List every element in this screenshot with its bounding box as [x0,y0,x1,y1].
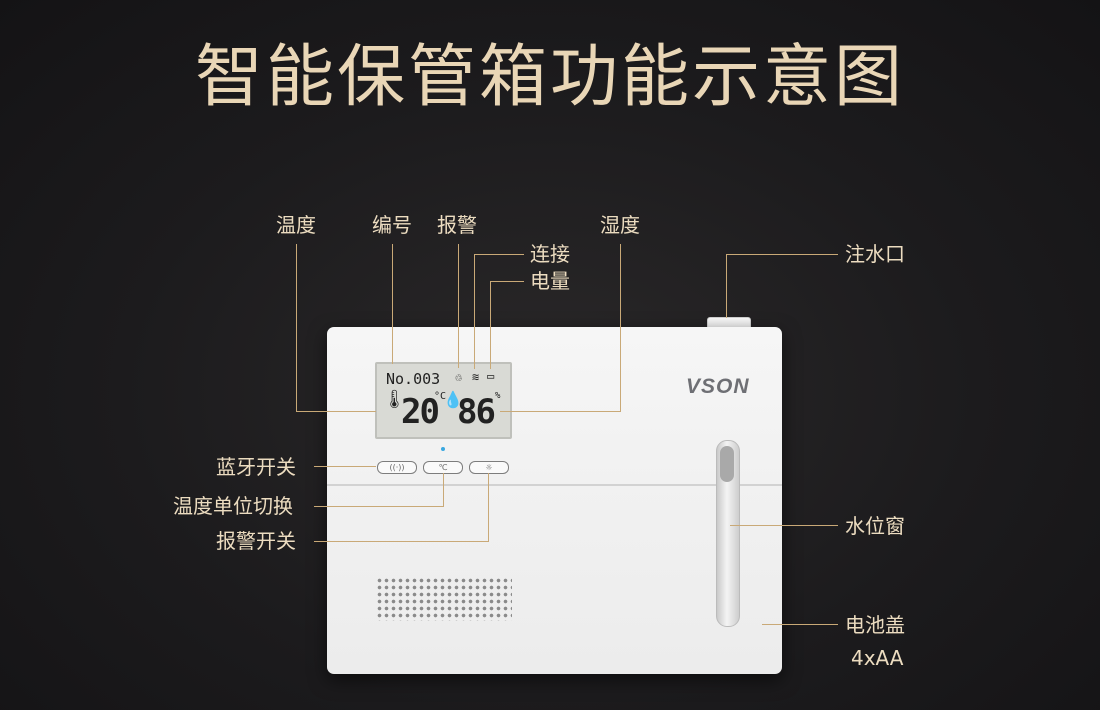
lcd-humidity-unit: % [495,391,501,401]
body-seam [327,484,782,486]
leader-water-inlet-v [726,254,727,318]
leader-alarm-switch-v [488,473,489,542]
lcd-temp-unit: °C [434,391,447,402]
leader-temperature-h [296,411,376,412]
leader-connection-h [474,254,524,255]
wifi-icon: ≋ [472,370,480,384]
label-water-window: 水位窗 [845,514,905,538]
page-title: 智能保管箱功能示意图 [194,38,905,117]
leader-humidity-v [620,244,621,412]
battery-icon: ▭ [487,369,495,383]
label-temp-unit-switch: 温度单位切换 [173,494,293,518]
bluetooth-button[interactable]: ((·)) [377,461,417,474]
label-battery-spec: 4xAA [851,646,904,670]
label-number: 编号 [372,213,412,237]
label-battery-cover: 电池盖 [845,613,905,637]
lcd-temperature: 20 [401,392,440,432]
leader-battery-h [490,281,524,282]
leader-alarm [458,244,459,368]
label-temperature: 温度 [276,213,316,237]
leader-humidity-h [500,411,621,412]
leader-temp-unit-h [314,506,444,507]
label-alarm: 报警 [437,213,477,237]
speaker-grille [376,577,512,621]
droplet-icon: 💧 [443,390,463,409]
lcd-screen: No.003 ♲ ≋ ▭ 🌡 20 °C 💧 86 % [375,362,512,439]
label-humidity: 湿度 [600,213,640,237]
leader-water-inlet-h [726,254,838,255]
lcd-number: No.003 [386,370,441,388]
leader-bluetooth [314,466,376,467]
lcd-humidity: 86 [457,392,496,432]
label-water-inlet: 注水口 [845,242,905,266]
thermometer-icon: 🌡 [383,389,406,410]
alarm-icon: ♲ [455,370,463,384]
leader-alarm-switch-h [314,541,489,542]
leader-connection-v [474,254,475,369]
alarm-button[interactable]: ☼ [469,461,509,474]
label-connection: 连接 [530,242,570,266]
leader-water-window [730,525,838,526]
water-level-indicator [720,446,734,482]
status-led [441,447,445,451]
leader-temperature-v [296,244,297,412]
leader-battery-v [490,281,491,369]
leader-number [392,244,393,364]
label-bluetooth-switch: 蓝牙开关 [216,455,296,479]
leader-battery-cover [762,624,838,625]
label-battery: 电量 [530,269,570,293]
leader-temp-unit-v [443,473,444,507]
brand-logo: VSON [686,375,750,398]
label-alarm-switch: 报警开关 [216,529,296,553]
